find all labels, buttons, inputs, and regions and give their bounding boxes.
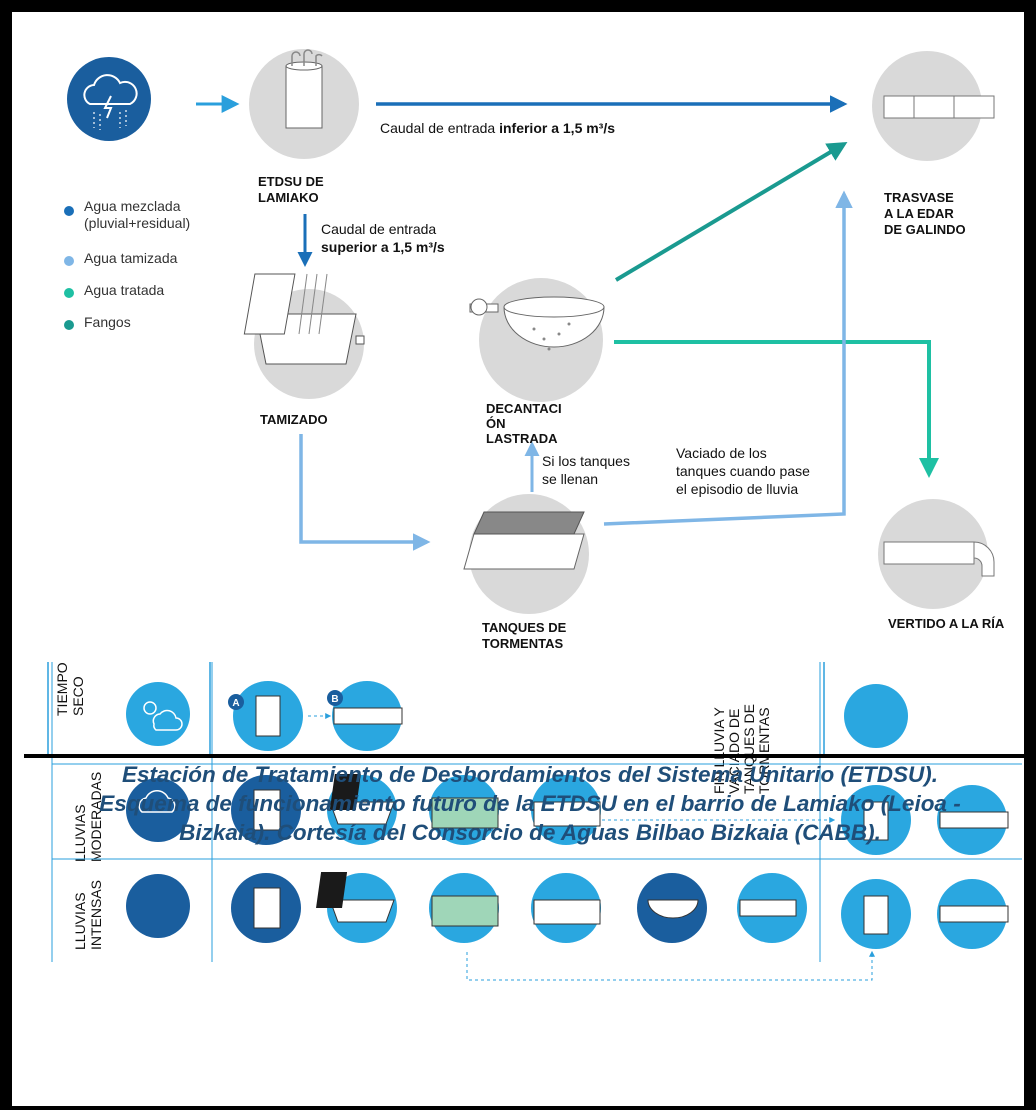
return-loop-arrow — [466, 950, 875, 981]
pipe-shape-end-3 — [939, 905, 1009, 923]
decantacion-icon — [469, 278, 605, 402]
etdsu-diagram — [47, 49, 995, 754]
weather-icon-storm — [126, 874, 190, 938]
tank-green-shape — [431, 797, 499, 829]
tank-shape — [255, 695, 281, 737]
tamizado-icon — [243, 273, 365, 399]
tanques-icon — [463, 494, 589, 614]
caption-line-3: Bizkaia). Cortesía del Consorcio de Agua… — [179, 820, 881, 845]
legend-item-tratada: Agua tratada — [84, 282, 165, 298]
caption-line-2: Esquema de funcionamiento futuro de la E… — [99, 791, 961, 816]
legend-item-mezclada: Agua mezclada(pluvial+residual) — [84, 198, 191, 231]
inferior-flow-label: Caudal de entrada inferior a 1,5 m³/s — [380, 120, 616, 136]
storm-icon — [67, 57, 151, 141]
caption: Estación de Tratamiento de Desbordamient… — [24, 754, 1036, 1118]
legend-dot-fangos — [64, 320, 74, 330]
arrow-tamizado-tanques — [299, 434, 431, 551]
outfall-pipe-shape — [739, 899, 797, 917]
arrow-vaciado-trasvase — [603, 190, 853, 526]
arrow-tratada-vertido — [614, 340, 939, 478]
tank-shape-2 — [253, 789, 281, 831]
cloud-icon — [152, 709, 183, 731]
screen-shape-3 — [316, 872, 348, 908]
tank-green-shape-3 — [431, 895, 499, 927]
step-letter-a: A — [232, 698, 239, 709]
tank-c-shape — [533, 801, 601, 827]
caption-line-1: Estación de Tratamiento de Desbordamient… — [121, 762, 938, 787]
step-badge-a — [228, 694, 244, 710]
scenario-rows: A B — [51, 662, 1022, 981]
tamizado-label: TAMIZADO — [260, 412, 328, 427]
legend-item-tamizada: Agua tamizada — [84, 250, 178, 266]
screen-shape — [329, 774, 361, 810]
pipe-shape-end-2 — [939, 811, 1009, 829]
rain-cloud-icon — [138, 790, 176, 813]
tank-shape-end-3 — [863, 895, 889, 935]
legend-item-fangos: Fangos — [84, 314, 131, 330]
weather-icon-rain-cloud — [126, 778, 190, 842]
trasvase-icon — [872, 51, 995, 161]
pipe-shape — [333, 707, 403, 725]
tank-shape-3 — [253, 887, 281, 929]
arrow-fangos-trasvase — [614, 141, 848, 282]
tank-c-shape-3 — [533, 899, 601, 925]
vertido-icon — [878, 499, 995, 609]
tank-shape-end-2 — [863, 801, 889, 841]
legend-dot-tratada — [64, 288, 74, 298]
etdsu-icon — [249, 49, 359, 159]
weather-icon-sun-cloud-end — [844, 684, 908, 748]
legend-dot-mezclada — [64, 206, 74, 216]
sun-icon — [143, 701, 157, 715]
step-badge-b — [327, 690, 343, 706]
vertido-label: VERTIDO A LA RÍA — [888, 616, 1005, 631]
sieve-shape-3 — [329, 899, 395, 923]
decanter-shape — [647, 899, 699, 919]
step-letter-b: B — [331, 694, 338, 705]
legend-dot-tamizada — [64, 256, 74, 266]
